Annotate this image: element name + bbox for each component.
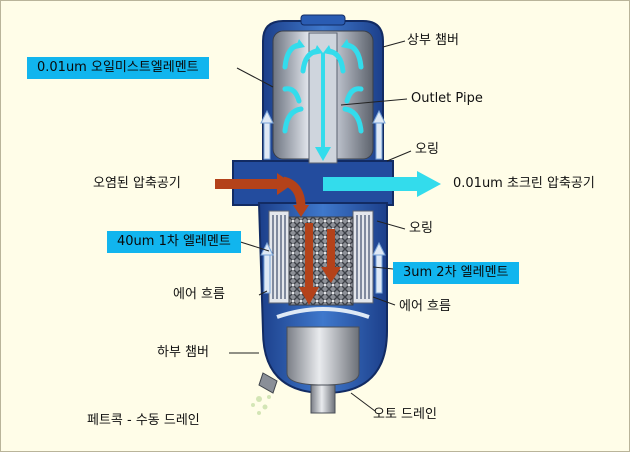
upper-arrowheads [295, 39, 351, 55]
manual-drain-label: 페트콕 - 수동 드레인 [87, 413, 200, 428]
wall-up-arrows [260, 109, 386, 160]
mist-element-tag: 0.01um 오일미스트엘레멘트 [27, 57, 209, 79]
secondary-element-tag: 3um 2차 엘레멘트 [393, 262, 519, 284]
primary-element-shell [268, 210, 290, 304]
primary-element-shell-r [352, 210, 374, 304]
secondary-element-mesh [288, 216, 354, 306]
auto-drain-label: 오토 드레인 [373, 407, 437, 422]
element-down-arrows [299, 223, 341, 305]
airflow-left-label: 에어 흐름 [173, 287, 225, 302]
leader-lines [229, 40, 412, 412]
contaminated-air-label: 오염된 압축공기 [93, 176, 181, 191]
outlet-arrow-body [323, 177, 419, 191]
element-ribs [272, 215, 370, 299]
lower-chamber-label: 하부 챔버 [157, 345, 209, 360]
drain-spray [251, 395, 271, 415]
oring-bottom-label: 오링 [409, 221, 433, 236]
top-cap [300, 14, 346, 26]
upper-chamber-label: 상부 챔버 [407, 33, 459, 48]
lower-up-arrows [260, 241, 386, 294]
manual-drain-valve [258, 372, 278, 394]
clean-air-label: 0.01um 초크린 압축공기 [453, 176, 595, 191]
inlet-bend [281, 176, 306, 208]
inlet-arrow-body [215, 179, 281, 189]
outlet-pipe-label: Outlet Pipe [411, 91, 483, 106]
outlet-flow-head [315, 147, 331, 161]
lower-flow-curve [276, 307, 370, 319]
primary-element-tag: 40um 1차 엘레멘트 [107, 231, 241, 253]
drain-stem [310, 384, 336, 414]
outlet-arrow-head [417, 171, 441, 197]
airflow-right-label: 에어 흐름 [399, 299, 451, 314]
oring-top-label: 오링 [415, 142, 439, 157]
auto-drain-bowl [286, 326, 360, 386]
